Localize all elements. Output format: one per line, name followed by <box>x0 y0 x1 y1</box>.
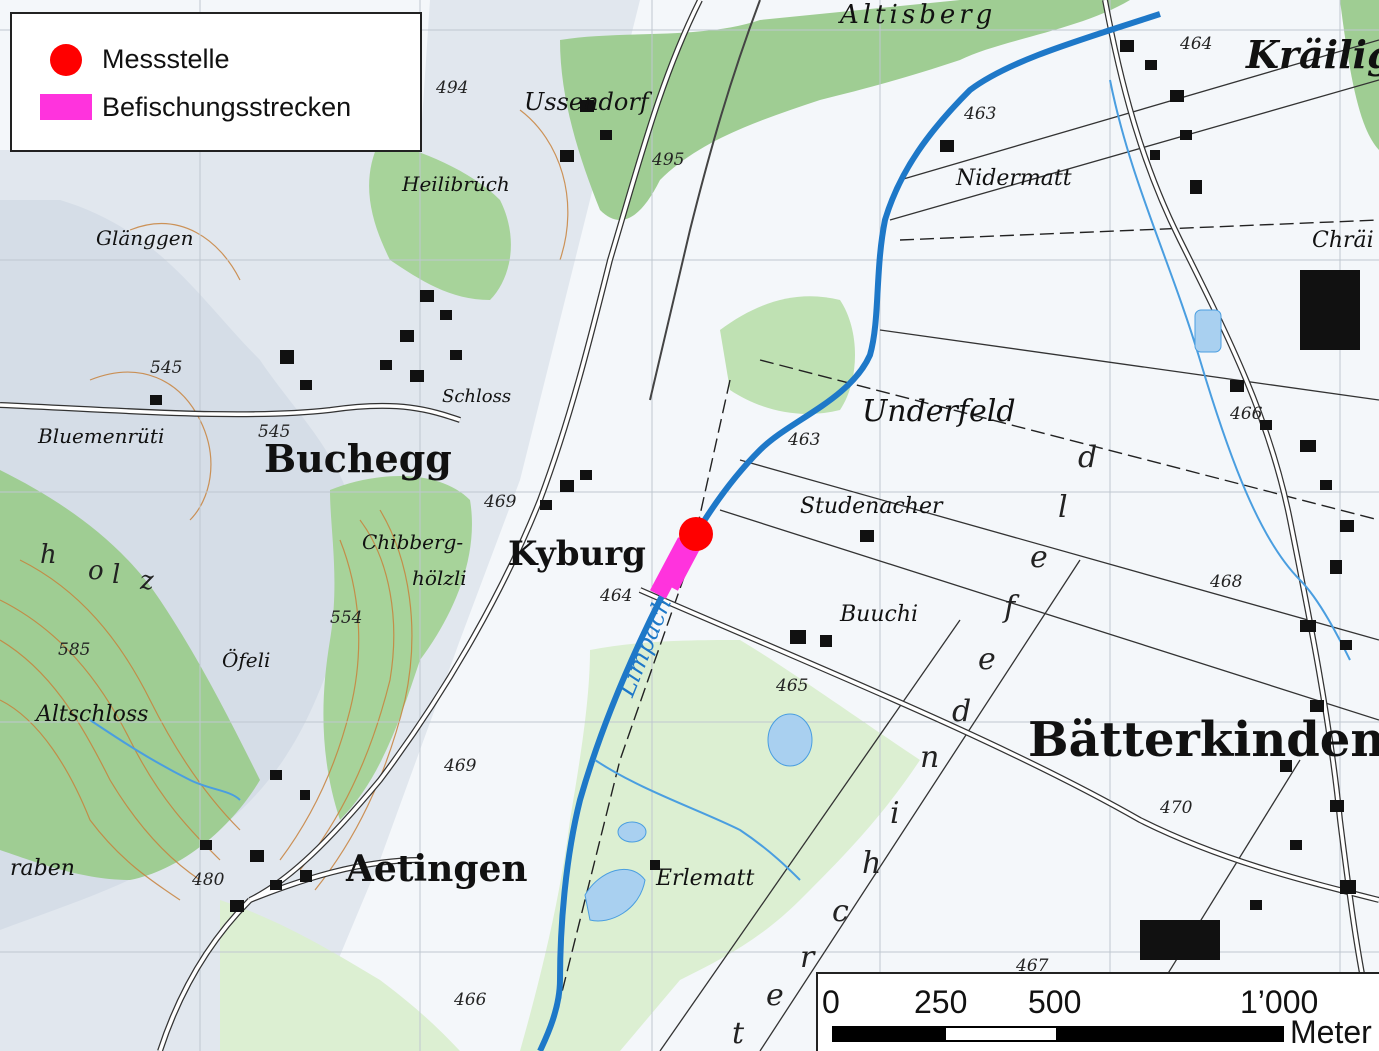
scale-segment-1 <box>832 1026 946 1042</box>
forest-north <box>560 0 1130 220</box>
field-letter: e <box>978 642 996 677</box>
legend-label-befischungsstrecken: Befischungsstrecken <box>102 92 352 122</box>
pond-4 <box>1194 309 1222 353</box>
pond-2 <box>617 821 647 843</box>
spot-height: 469 <box>444 756 477 776</box>
field-letter: o <box>88 556 104 586</box>
scale-bar: 0 250 500 1’000 Meter <box>816 972 1379 1051</box>
label-glaenggen: Glänggen <box>96 226 194 250</box>
spot-height: 465 <box>776 676 809 696</box>
field-letter: t <box>732 1016 745 1051</box>
contour-lines <box>0 109 569 901</box>
label-schloss: Schloss <box>442 386 512 407</box>
label-underfeld: Underfeld <box>862 394 1016 429</box>
spot-height: 463 <box>964 104 997 124</box>
label-hoelzli: hölzli <box>412 566 467 590</box>
label-bluemenruetti: Bluemenrüti <box>38 424 165 448</box>
field-letter: h <box>862 846 882 881</box>
label-buchegg: Buchegg <box>264 436 452 481</box>
buildings <box>150 40 1360 960</box>
stream-golf <box>594 759 801 881</box>
spot-height: 468 <box>1210 572 1243 592</box>
field-letter: h <box>40 540 57 570</box>
spot-height: 463 <box>788 430 821 450</box>
spot-height: 467 <box>1016 956 1049 976</box>
label-heilibruech: Heilibrüch <box>402 172 510 196</box>
label-altisberg: Altisberg <box>840 0 997 30</box>
spot-height: 585 <box>58 640 91 660</box>
label-chraei: Chräi <box>1312 228 1374 253</box>
river-limpach <box>537 11 1161 1051</box>
scale-tick-500: 500 <box>1028 984 1082 1020</box>
scale-segment-2 <box>944 1026 1058 1042</box>
spot-height: 466 <box>1230 404 1263 424</box>
field-letter: z <box>140 566 154 596</box>
field-letter: r <box>800 940 815 975</box>
golf-course <box>520 640 920 1051</box>
label-oefeli: Öfeli <box>222 648 271 672</box>
spot-height: 545 <box>150 358 183 378</box>
label-erlematt: Erlematt <box>656 866 755 891</box>
spot-height: 464 <box>600 586 633 606</box>
legend-item-befischungsstrecken <box>40 94 92 120</box>
label-aetingen: Aetingen <box>346 848 528 890</box>
label-nidermatt: Nidermatt <box>956 166 1072 191</box>
field-letter: f <box>1004 590 1016 625</box>
field-letter: e <box>766 978 784 1013</box>
spot-height: 469 <box>484 492 517 512</box>
field-letter: d <box>1078 440 1098 475</box>
clearing-green <box>720 296 855 414</box>
legend-item-messstelle <box>50 44 82 76</box>
label-ussendorf: Ussendorf <box>524 88 649 116</box>
spot-height: 464 <box>1180 34 1213 54</box>
field-letter: l <box>112 560 121 590</box>
field-boundaries <box>659 39 1379 1051</box>
label-kyburg: Kyburg <box>508 534 646 574</box>
label-baetterkinden: Bätterkinden <box>1028 712 1379 768</box>
spot-height: 545 <box>258 422 291 442</box>
golf-course-south <box>220 900 460 1051</box>
scale-tick-1000: 1’000 <box>1240 984 1319 1020</box>
field-letter: i <box>890 796 900 831</box>
pond-1 <box>767 713 813 767</box>
spot-height: 495 <box>652 150 685 170</box>
forest-east <box>1340 0 1379 150</box>
forest-chibberg <box>323 476 472 820</box>
spot-height: 470 <box>1160 798 1193 818</box>
spot-height: 480 <box>192 870 225 890</box>
red-dot-icon <box>50 44 82 76</box>
label-buuchi: Buuchi <box>840 602 919 627</box>
field-letter: e <box>1030 540 1048 575</box>
spot-height: 554 <box>330 608 363 628</box>
spot-height: 494 <box>436 78 469 98</box>
field-letter: c <box>832 894 849 929</box>
label-studenacher: Studenacher <box>800 494 943 519</box>
legend-label-messstelle: Messstelle <box>102 44 230 74</box>
label-raben: raben <box>10 856 75 881</box>
map-legend: Messstelle Befischungsstrecken <box>10 12 422 152</box>
label-chibberg: Chibberg- <box>362 530 464 554</box>
stream-east <box>1109 79 1351 661</box>
stream-altschloss <box>89 719 241 801</box>
field-letter: n <box>920 740 940 775</box>
forest-west <box>0 470 260 880</box>
scale-tick-0: 0 <box>822 984 840 1020</box>
dashed-paths <box>559 219 1379 1001</box>
label-kraeilig: Kräilig <box>1246 32 1379 77</box>
measuring-point-marker <box>679 517 713 551</box>
spot-height: 466 <box>454 990 487 1010</box>
scale-tick-250: 250 <box>914 984 968 1020</box>
field-letter: d <box>952 694 972 729</box>
track-line <box>649 0 761 401</box>
pond-3 <box>584 868 646 922</box>
label-altschloss: Altschloss <box>36 702 149 727</box>
scale-unit: Meter <box>1290 1014 1372 1050</box>
magenta-rect-icon <box>40 94 92 120</box>
field-letter: l <box>1058 490 1068 525</box>
scale-segment-3 <box>1056 1026 1284 1042</box>
